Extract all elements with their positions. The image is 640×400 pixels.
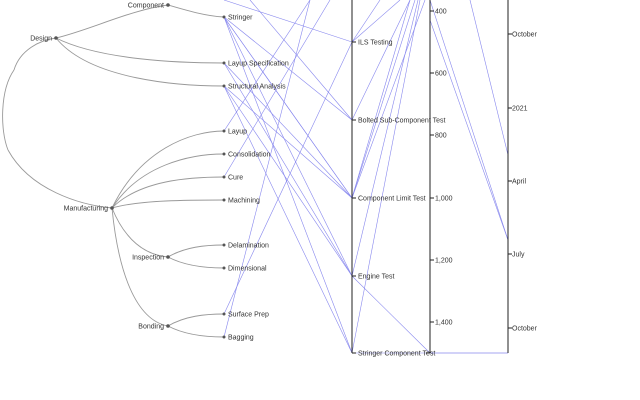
tests-axis-tick[interactable]: Stringer Component Test	[352, 351, 435, 358]
node-design[interactable]: Design	[30, 36, 58, 43]
leaf-structural-analysis[interactable]: Structural Analysis	[222, 84, 287, 91]
node-label: Design	[30, 36, 52, 43]
leaf-label: Bagging	[228, 335, 254, 342]
value-tick-label: 1,200	[435, 258, 453, 265]
leaf-dot	[222, 61, 226, 65]
node-label: Component	[128, 3, 164, 10]
node-label: Manufacturing	[64, 206, 108, 213]
date-tick-label: July	[512, 252, 525, 259]
value-axis-tick: 400	[430, 9, 447, 16]
date-axis-tick: July	[508, 252, 525, 259]
tests-axis-label: Engine Test	[358, 274, 395, 281]
leaf-cure[interactable]: Cure	[222, 175, 244, 182]
date-tick-label: April	[512, 179, 526, 186]
leaf-layup[interactable]: Layup	[222, 129, 248, 136]
value-axis-tick: 1,400	[430, 320, 453, 327]
tests-axis-label: Stringer Component Test	[358, 351, 435, 358]
node-dot	[54, 36, 58, 40]
tests-axis-tick[interactable]: ILS Testing	[352, 40, 393, 47]
node-dot	[166, 3, 170, 7]
node-bonding[interactable]: Bonding	[138, 324, 170, 331]
date-axis-tick: 2021	[508, 106, 528, 113]
node-component[interactable]: Component	[128, 3, 170, 10]
leaf-dot	[222, 152, 226, 156]
leaf-dot	[222, 198, 226, 202]
tests-axis: ILS Testing Bolted Sub-Component Test Co…	[351, 0, 445, 358]
tests-axis-label: ILS Testing	[358, 40, 393, 47]
leaf-label: Cure	[228, 175, 243, 182]
node-label: Bonding	[138, 324, 164, 331]
tests-axis-tick[interactable]: Component Limit Test	[352, 196, 426, 203]
node-dot	[110, 206, 114, 210]
leaf-dot	[222, 312, 226, 316]
tests-axis-label: Bolted Sub-Component Test	[358, 118, 445, 125]
value-axis-tick: 1,200	[430, 258, 453, 265]
leaf-label: Structural Analysis	[228, 84, 286, 91]
value-tick-label: 1,000	[435, 196, 453, 203]
date-axis-tick: October	[508, 32, 538, 39]
node-dot	[166, 324, 170, 328]
value-axis-tick: 600	[430, 71, 447, 78]
tests-axis-label: Component Limit Test	[358, 196, 426, 203]
leaf-delamination[interactable]: Delamination	[222, 243, 269, 250]
leaf-dot	[222, 335, 226, 339]
value-tick-label: 400	[435, 9, 447, 16]
leaf-label: Dimensional	[228, 266, 267, 273]
tests-axis-tick[interactable]: Engine Test	[352, 274, 395, 281]
leaf-label: Consolidation	[228, 152, 271, 159]
value-tick-label: 1,400	[435, 320, 453, 327]
leaf-label: Layup	[228, 129, 247, 136]
leaf-label: Delamination	[228, 243, 269, 250]
leaf-dot	[222, 266, 226, 270]
leaf-layup-specification[interactable]: Layup Specification	[222, 61, 289, 68]
leaf-label: Stringer	[228, 15, 253, 22]
value-axis-tick: 1,000	[430, 196, 453, 203]
date-axis-tick: October	[508, 326, 538, 333]
date-axis-tick: April	[508, 179, 526, 186]
leaf-dot	[222, 175, 226, 179]
date-axis: October 2021 April July October	[507, 0, 538, 353]
value-tick-label: 800	[435, 133, 447, 140]
leaf-dimensional[interactable]: Dimensional	[222, 266, 267, 273]
value-axis-tick: 800	[430, 133, 447, 140]
node-dot	[166, 255, 170, 259]
leaf-stringer[interactable]: Stringer	[222, 15, 254, 22]
leaf-dot	[222, 129, 226, 133]
leaf-label: Surface Prep	[228, 312, 269, 319]
leaf-dot	[222, 243, 226, 247]
leaf-dot	[222, 15, 226, 19]
leaf-consolidation[interactable]: Consolidation	[222, 152, 271, 159]
leaf-surface-prep[interactable]: Surface Prep	[222, 312, 269, 319]
connection-lines	[223, 0, 509, 354]
leaf-bagging[interactable]: Bagging	[222, 335, 254, 342]
leaf-label: Layup Specification	[228, 61, 289, 68]
value-axis: 400 600 800 1,000 1,200 1,400	[426, 0, 453, 354]
tree-links	[2, 4, 225, 338]
tests-axis-tick[interactable]: Bolted Sub-Component Test	[352, 118, 445, 125]
leaf-label: Machining	[228, 198, 260, 205]
node-label: Inspection	[132, 255, 164, 262]
leaf-dot	[222, 84, 226, 88]
value-tick-label: 600	[435, 71, 447, 78]
leaf-machining[interactable]: Machining	[222, 198, 261, 205]
node-inspection[interactable]: Inspection	[132, 255, 170, 262]
node-manufacturing[interactable]: Manufacturing	[64, 206, 114, 213]
date-tick-label: October	[512, 32, 538, 39]
date-tick-label: 2021	[512, 106, 528, 113]
date-tick-label: October	[512, 326, 538, 333]
